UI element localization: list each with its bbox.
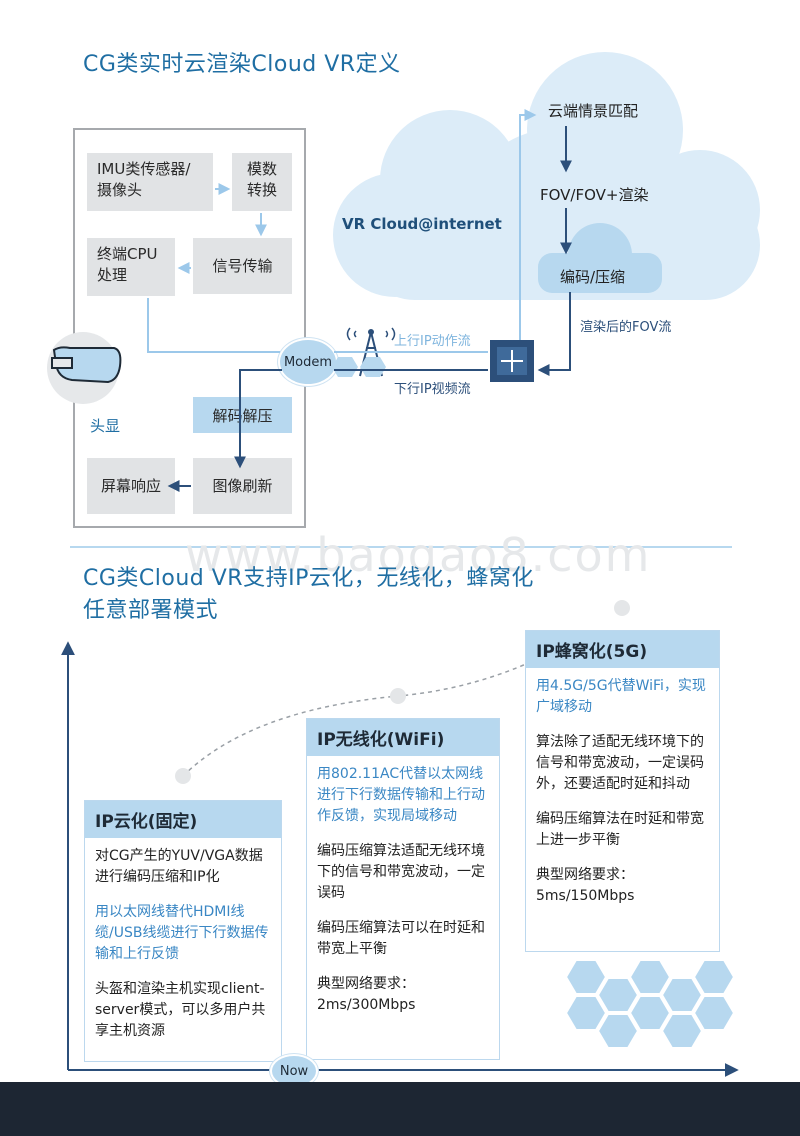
refresh-box: 图像刷新: [193, 458, 292, 514]
card-ip-fixed: IP云化(固定) 对CG产生的YUV/VGA数据进行编码压缩和IP化 用以太网线…: [84, 800, 282, 1062]
imu-sensor-box: IMU类传感器/摄像头: [87, 153, 213, 211]
cloud-box-fov-render: FOV/FOV+渲染: [540, 186, 649, 204]
screen-box: 屏幕响应: [87, 458, 175, 514]
timeline-dot-2: [390, 688, 406, 704]
section-title-deployment: CG类Cloud VR支持IP云化，无线化，蜂窝化 任意部署模式: [83, 563, 534, 627]
card-title: IP蜂窝化(5G): [526, 631, 719, 668]
router-icon: [490, 340, 534, 382]
fov-stream-label: 渲染后的FOV流: [580, 320, 672, 335]
adc-box: 模数转换: [232, 153, 292, 211]
cloud-box-scene-match: 云端情景匹配: [548, 102, 639, 120]
hmd-label: 头显: [90, 417, 121, 435]
decode-box: 解码解压: [193, 397, 292, 433]
section-title-line1: CG类Cloud VR支持IP云化，无线化，蜂窝化: [83, 566, 534, 591]
timeline-dot-1: [175, 768, 191, 784]
hex-cluster-icon: [564, 959, 736, 1049]
card-paragraph-highlight: 用以太网线替代HDMI线缆/USB线缆进行下行数据传输和上行反馈: [95, 904, 269, 962]
card-paragraph: 算法除了适配无线环境下的信号和带宽波动，一定误码外，还要适配时延和抖动: [536, 734, 704, 792]
section-title-definition: CG类实时云渲染Cloud VR定义: [83, 52, 401, 77]
card-paragraph: 编码压缩算法可以在时延和带宽上平衡: [317, 920, 485, 957]
page-footer-band: [0, 1082, 800, 1136]
card-paragraph-highlight: 用4.5G/5G代替WiFi，实现广域移动: [536, 678, 706, 715]
card-paragraph-highlight: 用802.11AC代替以太网线进行下行数据传输和上行动作反馈，实现局域移动: [317, 766, 485, 824]
downlink-label: 下行IP视频流: [394, 382, 471, 397]
watermark-text: www.baogao8.com: [185, 528, 652, 582]
card-paragraph: 典型网络要求：2ms/300Mbps: [317, 976, 416, 1013]
card-paragraph: 头盔和渲染主机实现client-server模式，可以多用户共享主机资源: [95, 981, 266, 1039]
uplink-label: 上行IP动作流: [394, 334, 471, 349]
card-title: IP无线化(WiFi): [307, 719, 499, 756]
cloud-label: VR Cloud@internet: [342, 215, 502, 233]
network-hex-icon: [332, 357, 386, 377]
card-ip-wifi: IP无线化(WiFi) 用802.11AC代替以太网线进行下行数据传输和上行动作…: [306, 718, 500, 1060]
card-ip-5g: IP蜂窝化(5G) 用4.5G/5G代替WiFi，实现广域移动 算法除了适配无线…: [525, 630, 720, 952]
card-paragraph: 对CG产生的YUV/VGA数据进行编码压缩和IP化: [95, 848, 263, 885]
flow-arrows: [147, 109, 572, 492]
antenna-tower-icon: [346, 327, 396, 377]
card-paragraph: 典型网络要求：5ms/150Mbps: [536, 867, 635, 904]
hmd-device-frame: [73, 128, 306, 528]
card-paragraph: 编码压缩算法适配无线环境下的信号和带宽波动，一定误码: [317, 843, 485, 901]
cpu-box: 终端CPU处理: [87, 238, 175, 296]
signal-box: 信号传输: [193, 238, 292, 294]
section-title-line2: 任意部署模式: [83, 598, 219, 623]
vr-headset-icon: [51, 346, 122, 384]
card-title: IP云化(固定): [85, 801, 281, 838]
section-divider: [70, 546, 732, 548]
card-paragraph: 编码压缩算法在时延和带宽上进一步平衡: [536, 811, 704, 848]
cloud-box-encode: 编码/压缩: [560, 268, 626, 286]
timeline-dot-3: [614, 600, 630, 616]
